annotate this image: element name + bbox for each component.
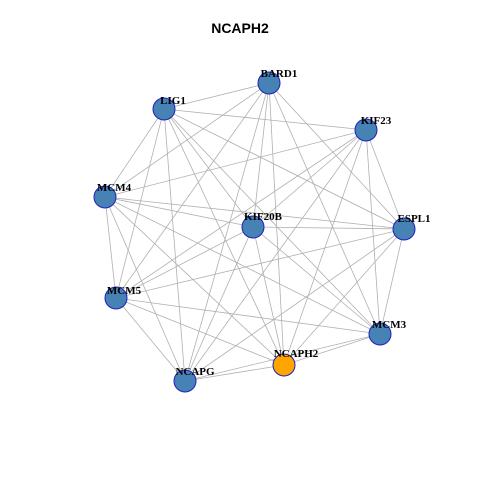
edge-kif20b-ncapg bbox=[184, 226, 254, 382]
edge-mcm5-mcm3 bbox=[115, 297, 381, 335]
edge-lig1-mcm4 bbox=[104, 108, 165, 198]
edge-kif23-mcm5 bbox=[115, 129, 367, 299]
edge-lig1-espl1 bbox=[163, 108, 405, 230]
node-kif20b[interactable] bbox=[241, 215, 265, 239]
node-mcm3[interactable] bbox=[368, 322, 392, 346]
node-layer bbox=[93, 71, 416, 393]
edge-mcm4-mcm5 bbox=[104, 196, 117, 299]
edge-mcm4-kif20b bbox=[104, 196, 254, 228]
node-label-lig1: LIG1 bbox=[160, 95, 186, 107]
edge-bard1-espl1 bbox=[268, 82, 405, 230]
edge-bard1-kif20b bbox=[252, 82, 270, 228]
edge-kif23-ncaph2 bbox=[283, 129, 367, 366]
edge-ncaph2-ncapg bbox=[184, 364, 285, 382]
node-label-ncaph2: NCAPH2 bbox=[274, 348, 319, 360]
edge-bard1-mcm5 bbox=[115, 82, 270, 299]
node-label-mcm3: MCM3 bbox=[372, 319, 407, 331]
edge-lig1-ncapg bbox=[163, 108, 186, 382]
edge-lig1-kif23 bbox=[163, 108, 367, 131]
edge-kif23-espl1 bbox=[365, 129, 405, 230]
node-kif23[interactable] bbox=[354, 118, 378, 142]
edge-kif20b-ncaph2 bbox=[252, 226, 285, 366]
edge-espl1-ncaph2 bbox=[283, 228, 405, 366]
node-lig1[interactable] bbox=[152, 97, 176, 121]
diagram-title: NCAPH2 bbox=[211, 20, 269, 36]
node-label-kif20b: KIF20B bbox=[244, 211, 283, 223]
edge-mcm4-ncaph2 bbox=[104, 196, 285, 366]
edge-kif23-kif20b bbox=[252, 129, 367, 228]
edge-lig1-kif20b bbox=[163, 108, 254, 228]
edge-espl1-ncapg bbox=[184, 228, 405, 382]
edge-bard1-ncaph2 bbox=[268, 82, 285, 366]
edge-kif20b-mcm5 bbox=[115, 226, 254, 299]
edge-mcm4-espl1 bbox=[104, 196, 405, 230]
node-ncaph2[interactable] bbox=[272, 353, 296, 377]
node-bard1[interactable] bbox=[257, 71, 281, 95]
node-mcm4[interactable] bbox=[93, 185, 117, 209]
node-label-kif23: KIF23 bbox=[361, 115, 392, 127]
edge-lig1-ncaph2 bbox=[163, 108, 285, 366]
edge-bard1-lig1 bbox=[163, 82, 270, 110]
edge-kif23-mcm3 bbox=[365, 129, 381, 335]
node-label-mcm5: MCM5 bbox=[107, 285, 142, 297]
edge-kif23-mcm4 bbox=[104, 129, 367, 198]
edge-mcm5-ncapg bbox=[115, 297, 186, 382]
node-espl1[interactable] bbox=[392, 217, 416, 241]
node-ncapg[interactable] bbox=[173, 369, 197, 393]
edge-kif20b-mcm3 bbox=[252, 226, 381, 335]
node-label-espl1: ESPL1 bbox=[397, 213, 430, 225]
edge-lig1-mcm5 bbox=[115, 108, 165, 299]
node-label-mcm4: MCM4 bbox=[97, 182, 132, 194]
edge-espl1-mcm5 bbox=[115, 228, 405, 299]
edge-mcm3-ncaph2 bbox=[283, 333, 381, 366]
edge-mcm4-mcm3 bbox=[104, 196, 381, 335]
edge-kif20b-espl1 bbox=[252, 226, 405, 230]
node-label-bard1: BARD1 bbox=[261, 68, 298, 80]
edge-kif23-ncapg bbox=[184, 129, 367, 382]
node-label-ncapg: NCAPG bbox=[175, 366, 215, 378]
edge-espl1-mcm3 bbox=[379, 228, 405, 335]
node-mcm5[interactable] bbox=[104, 286, 128, 310]
edge-layer bbox=[104, 82, 405, 382]
edge-bard1-mcm3 bbox=[268, 82, 381, 335]
edge-mcm4-ncapg bbox=[104, 196, 186, 382]
edge-mcm5-ncaph2 bbox=[115, 297, 285, 366]
